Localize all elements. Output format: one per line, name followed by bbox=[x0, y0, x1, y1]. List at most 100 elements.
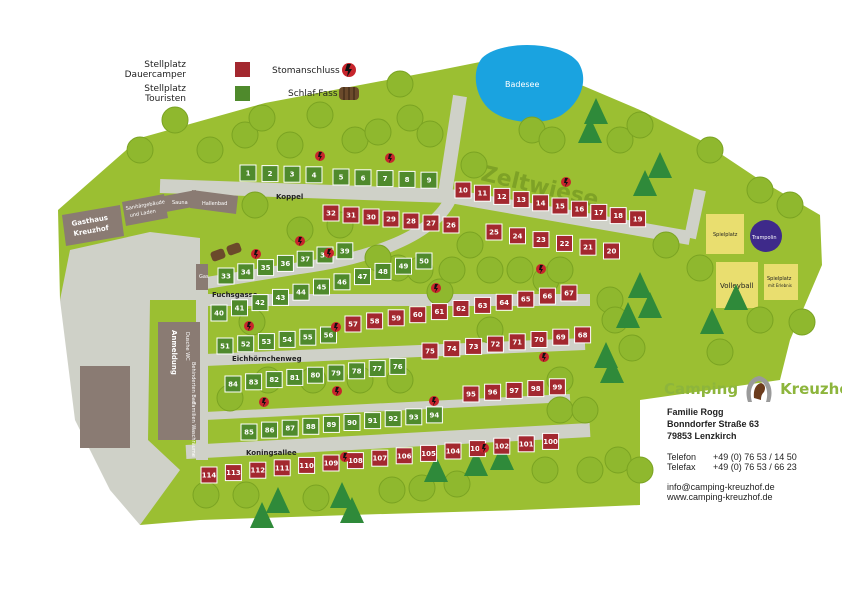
pitch-101[interactable]: 101 bbox=[517, 435, 535, 453]
pitch-box[interactable] bbox=[474, 296, 492, 314]
pitch-box[interactable] bbox=[442, 216, 460, 234]
pitch-51[interactable]: 51 bbox=[216, 337, 234, 355]
pitch-98[interactable]: 98 bbox=[527, 380, 545, 398]
pitch-box[interactable] bbox=[237, 263, 255, 281]
pitch-92[interactable]: 92 bbox=[384, 410, 402, 428]
pitch-box[interactable] bbox=[249, 461, 267, 479]
pitch-box[interactable] bbox=[422, 214, 440, 232]
pitch-33[interactable]: 33 bbox=[217, 267, 235, 285]
gasthaus-building[interactable] bbox=[62, 205, 124, 246]
pitch-84[interactable]: 84 bbox=[224, 375, 242, 393]
pitch-60[interactable]: 60 bbox=[409, 306, 427, 324]
pitch-47[interactable]: 47 bbox=[354, 268, 371, 286]
pitch-69[interactable]: 69 bbox=[552, 328, 570, 346]
pitch-25[interactable]: 25 bbox=[485, 223, 503, 241]
pitch-box[interactable] bbox=[387, 309, 405, 327]
barrel-icon[interactable] bbox=[210, 248, 227, 262]
pitch-box[interactable] bbox=[306, 366, 324, 384]
email-link[interactable]: info@camping-kreuzhof.de bbox=[667, 482, 775, 492]
pitch-32[interactable]: 32 bbox=[322, 204, 340, 222]
pitch-box[interactable] bbox=[239, 164, 257, 182]
pitch-97[interactable]: 97 bbox=[505, 381, 523, 399]
pitch-87[interactable]: 87 bbox=[281, 419, 299, 437]
pitch-65[interactable]: 65 bbox=[517, 290, 535, 308]
pitch-34[interactable]: 34 bbox=[237, 263, 255, 281]
pitch-2[interactable]: 2 bbox=[261, 165, 279, 183]
pitch-11[interactable]: 11 bbox=[473, 184, 491, 202]
pitch-100[interactable]: 100 bbox=[542, 432, 560, 450]
pitch-box[interactable] bbox=[493, 187, 511, 205]
pitch-79[interactable]: 79 bbox=[327, 364, 345, 382]
pitch-112[interactable]: 112 bbox=[249, 461, 267, 479]
pitch-63[interactable]: 63 bbox=[474, 296, 492, 314]
pitch-106[interactable]: 106 bbox=[395, 447, 413, 465]
pitch-64[interactable]: 64 bbox=[495, 293, 513, 311]
pitch-26[interactable]: 26 bbox=[442, 216, 460, 234]
pitch-61[interactable]: 61 bbox=[430, 303, 448, 321]
pitch-box[interactable] bbox=[320, 326, 337, 344]
pitch-box[interactable] bbox=[421, 342, 439, 360]
pitch-box[interactable] bbox=[231, 299, 248, 317]
pitch-108[interactable]: 108 bbox=[346, 452, 364, 470]
storage-building[interactable] bbox=[80, 366, 130, 448]
pitch-box[interactable] bbox=[395, 257, 412, 275]
pitch-box[interactable] bbox=[552, 328, 570, 346]
pitch-42[interactable]: 42 bbox=[251, 294, 269, 312]
pitch-box[interactable] bbox=[354, 268, 371, 286]
pitch-31[interactable]: 31 bbox=[342, 206, 360, 224]
pitch-102[interactable]: 102 bbox=[493, 437, 511, 455]
pitch-box[interactable] bbox=[551, 197, 569, 215]
pitch-16[interactable]: 16 bbox=[570, 200, 588, 218]
pitch-55[interactable]: 55 bbox=[299, 328, 317, 346]
pitch-39[interactable]: 39 bbox=[336, 242, 354, 260]
pitch-box[interactable] bbox=[465, 337, 483, 355]
pitch-27[interactable]: 27 bbox=[422, 214, 440, 232]
pitch-box[interactable] bbox=[283, 165, 301, 183]
pitch-box[interactable] bbox=[425, 406, 443, 424]
pitch-20[interactable]: 20 bbox=[603, 242, 620, 260]
pitch-box[interactable] bbox=[527, 380, 545, 398]
pitch-81[interactable]: 81 bbox=[286, 368, 304, 386]
pitch-56[interactable]: 56 bbox=[320, 326, 337, 344]
pitch-box[interactable] bbox=[415, 252, 433, 270]
pitch-box[interactable] bbox=[395, 447, 413, 465]
pitch-67[interactable]: 67 bbox=[560, 284, 578, 302]
pitch-90[interactable]: 90 bbox=[343, 414, 361, 431]
pitch-93[interactable]: 93 bbox=[405, 408, 423, 426]
pitch-44[interactable]: 44 bbox=[292, 283, 310, 301]
pitch-54[interactable]: 54 bbox=[278, 330, 296, 348]
pitch-91[interactable]: 91 bbox=[364, 412, 382, 430]
pitch-box[interactable] bbox=[444, 442, 462, 460]
pitch-box[interactable] bbox=[486, 335, 504, 353]
pitch-40[interactable]: 40 bbox=[210, 304, 228, 322]
pitch-73[interactable]: 73 bbox=[465, 337, 483, 355]
pitch-105[interactable]: 105 bbox=[420, 444, 438, 462]
pitch-23[interactable]: 23 bbox=[532, 231, 550, 249]
pitch-box[interactable] bbox=[384, 410, 402, 428]
pitch-box[interactable] bbox=[570, 200, 588, 218]
pitch-box[interactable] bbox=[517, 435, 535, 453]
pitch-box[interactable] bbox=[313, 278, 330, 296]
pitch-box[interactable] bbox=[245, 373, 263, 391]
pitch-35[interactable]: 35 bbox=[257, 259, 275, 277]
pitch-box[interactable] bbox=[327, 364, 345, 382]
pitch-box[interactable] bbox=[485, 223, 503, 241]
pitch-box[interactable] bbox=[420, 444, 438, 462]
pitch-box[interactable] bbox=[462, 385, 480, 403]
pitch-114[interactable]: 114 bbox=[200, 466, 218, 484]
pitch-box[interactable] bbox=[257, 333, 275, 351]
pitch-box[interactable] bbox=[409, 306, 427, 324]
pitch-49[interactable]: 49 bbox=[395, 257, 412, 275]
pitch-59[interactable]: 59 bbox=[387, 309, 405, 327]
pitch-13[interactable]: 13 bbox=[512, 191, 530, 209]
pitch-43[interactable]: 43 bbox=[272, 288, 289, 306]
pitch-76[interactable]: 76 bbox=[389, 357, 407, 375]
pitch-box[interactable] bbox=[217, 267, 235, 285]
pitch-83[interactable]: 83 bbox=[245, 373, 263, 391]
sauna-building[interactable] bbox=[164, 190, 198, 212]
pitch-box[interactable] bbox=[237, 335, 255, 353]
pitch-box[interactable] bbox=[509, 227, 526, 245]
pitch-99[interactable]: 99 bbox=[548, 378, 566, 396]
pitch-110[interactable]: 110 bbox=[298, 456, 316, 474]
pitch-box[interactable] bbox=[430, 303, 448, 321]
